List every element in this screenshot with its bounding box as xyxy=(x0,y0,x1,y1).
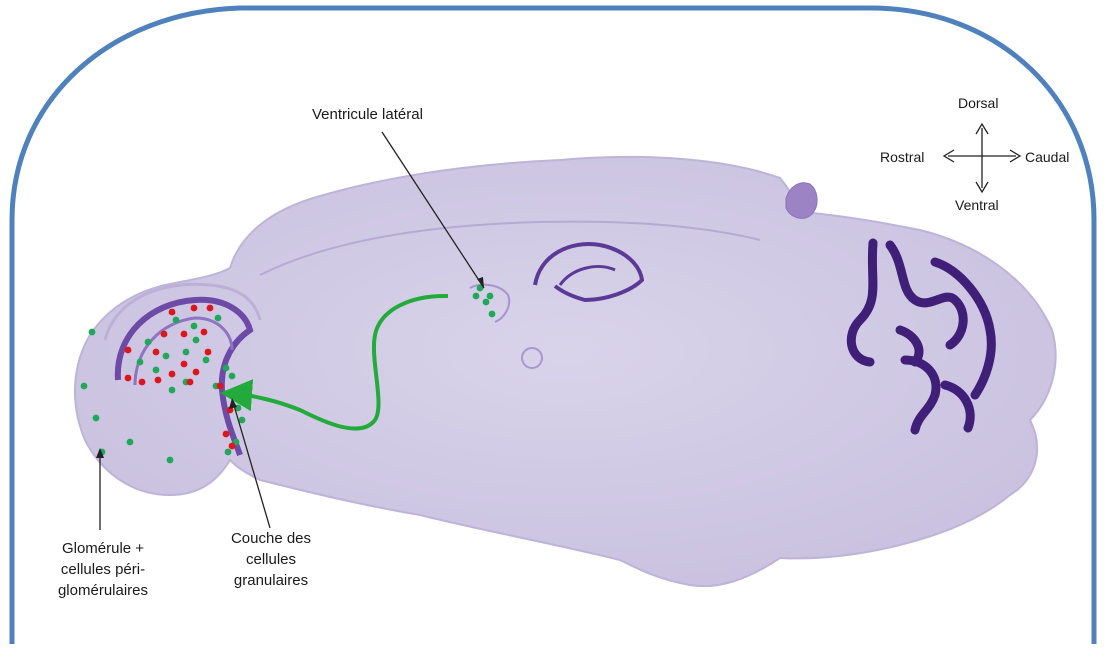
green-cell-dot xyxy=(153,367,160,374)
green-cell-dot xyxy=(487,293,494,300)
glomerule-label-line2: cellules péri- xyxy=(38,559,168,580)
green-cell-dot xyxy=(137,359,144,366)
green-cell-dot xyxy=(215,315,222,322)
red-cell-dot xyxy=(207,305,214,312)
red-cell-dot xyxy=(169,371,176,378)
green-cell-dot xyxy=(225,449,232,456)
red-cell-dot xyxy=(125,347,132,354)
green-cell-dot xyxy=(183,349,190,356)
green-cell-dot xyxy=(483,299,490,306)
orientation-rostral: Rostral xyxy=(880,148,924,166)
granular-label-line2: cellules xyxy=(206,549,336,570)
green-cell-dot xyxy=(163,353,170,360)
green-cell-dot xyxy=(89,329,96,336)
red-cell-dot xyxy=(181,331,188,338)
green-cell-dot xyxy=(489,311,496,318)
ventricle-label: Ventricule latéral xyxy=(312,104,423,125)
red-cell-dot xyxy=(161,331,168,338)
green-cell-dot xyxy=(173,317,180,324)
red-cell-dot xyxy=(191,305,198,312)
red-cell-dot xyxy=(193,369,200,376)
granular-label-line3: granulaires xyxy=(206,570,336,591)
orientation-dorsal: Dorsal xyxy=(958,94,998,112)
red-cell-dot xyxy=(217,383,224,390)
green-cell-dot xyxy=(81,383,88,390)
green-cell-dot xyxy=(127,439,134,446)
green-cell-dot xyxy=(145,339,152,346)
green-cell-dot xyxy=(223,365,230,372)
red-cell-dot xyxy=(223,431,230,438)
red-cell-dot xyxy=(125,375,132,382)
orientation-caudal: Caudal xyxy=(1025,148,1069,166)
green-cell-dot xyxy=(473,293,480,300)
green-cell-dot xyxy=(167,457,174,464)
green-cell-dot xyxy=(203,357,210,364)
green-cell-dot xyxy=(191,323,198,330)
green-cell-dot xyxy=(93,415,100,422)
red-cell-dot xyxy=(139,379,146,386)
orientation-ventral: Ventral xyxy=(955,196,999,214)
red-cell-dot xyxy=(205,349,212,356)
green-cell-dot xyxy=(169,387,176,394)
green-cell-dot xyxy=(229,373,236,380)
granular-label-line1: Couche des xyxy=(206,528,336,549)
red-cell-dot xyxy=(169,309,176,316)
red-cell-dot xyxy=(201,329,208,336)
green-cell-dot xyxy=(193,337,200,344)
red-cell-dot xyxy=(187,379,194,386)
red-cell-dot xyxy=(155,377,162,384)
granular-label: Couche des cellules granulaires xyxy=(206,528,336,591)
glomerule-label-line1: Glomérule + xyxy=(38,538,168,559)
red-cell-dot xyxy=(181,361,188,368)
glomerule-label-line3: glomérulaires xyxy=(38,580,168,601)
glomerule-label: Glomérule + cellules péri- glomérulaires xyxy=(38,538,168,601)
red-cell-dot xyxy=(153,349,160,356)
red-cell-dot xyxy=(229,443,236,450)
